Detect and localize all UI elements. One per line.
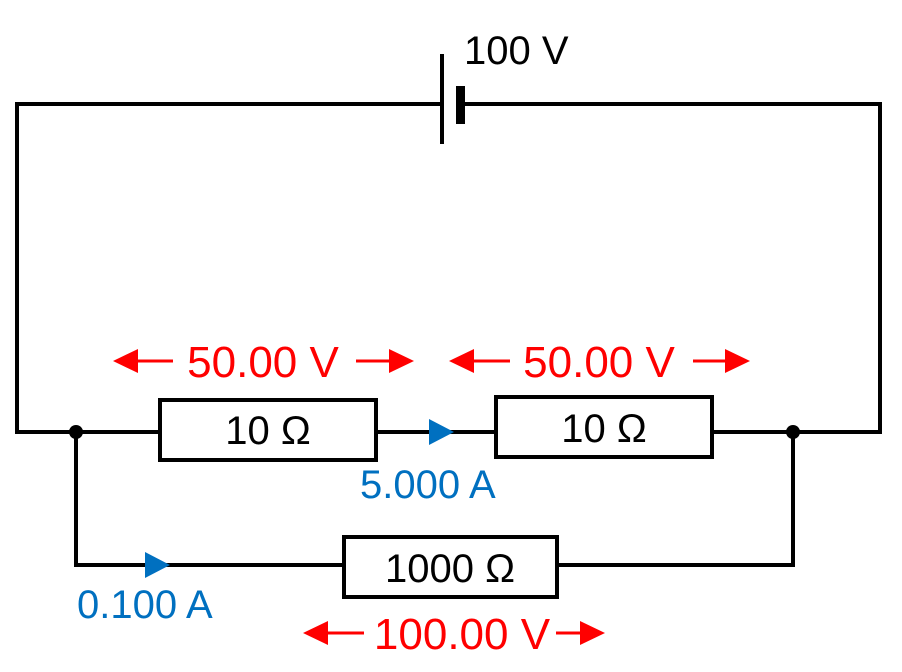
resistor-label: 1000 Ω <box>385 547 515 591</box>
resistor-r2: 10 Ω <box>494 395 714 459</box>
resistor-r1: 10 Ω <box>158 398 378 462</box>
battery-short-plate <box>456 86 465 124</box>
resistor-body <box>342 535 559 599</box>
arrow-left-icon <box>303 621 328 645</box>
battery-voltage-label: 100 V <box>464 29 569 73</box>
junction-left <box>69 425 83 439</box>
voltage-label: 50.00 V <box>187 338 339 387</box>
current-label: 5.000 A <box>360 463 496 507</box>
arrow-left-icon <box>449 349 474 373</box>
arrow-right-icon <box>580 621 605 645</box>
resistor-r3: 1000 Ω <box>342 535 559 599</box>
voltage-label: 50.00 V <box>523 338 675 387</box>
voltage-label: 100.00 V <box>374 610 551 659</box>
voltage-annotation-r1: 50.00 V <box>113 338 414 387</box>
wire-lower-left <box>74 430 346 567</box>
voltage-annotation-r2: 50.00 V <box>449 338 750 387</box>
arrow-left-icon <box>113 349 138 373</box>
resistor-body <box>158 398 378 462</box>
current-direction-arrow-icon <box>145 552 170 578</box>
current-direction-arrow-icon <box>429 419 454 445</box>
resistor-body <box>494 395 714 459</box>
battery-icon <box>440 54 465 144</box>
resistor-label: 10 Ω <box>225 409 311 453</box>
arrow-right-icon <box>725 349 750 373</box>
wire-top-left <box>15 102 444 434</box>
arrow-right-icon <box>389 349 414 373</box>
current-label: 0.100 A <box>77 583 213 627</box>
junction-right <box>786 425 800 439</box>
voltage-annotation-r3: 100.00 V <box>303 610 605 659</box>
resistor-label: 10 Ω <box>561 407 647 451</box>
wire-lower-right <box>555 430 795 567</box>
battery-long-plate <box>440 54 444 144</box>
current-annotation-series: 5.000 A <box>360 419 496 507</box>
current-annotation-parallel: 0.100 A <box>77 552 213 627</box>
